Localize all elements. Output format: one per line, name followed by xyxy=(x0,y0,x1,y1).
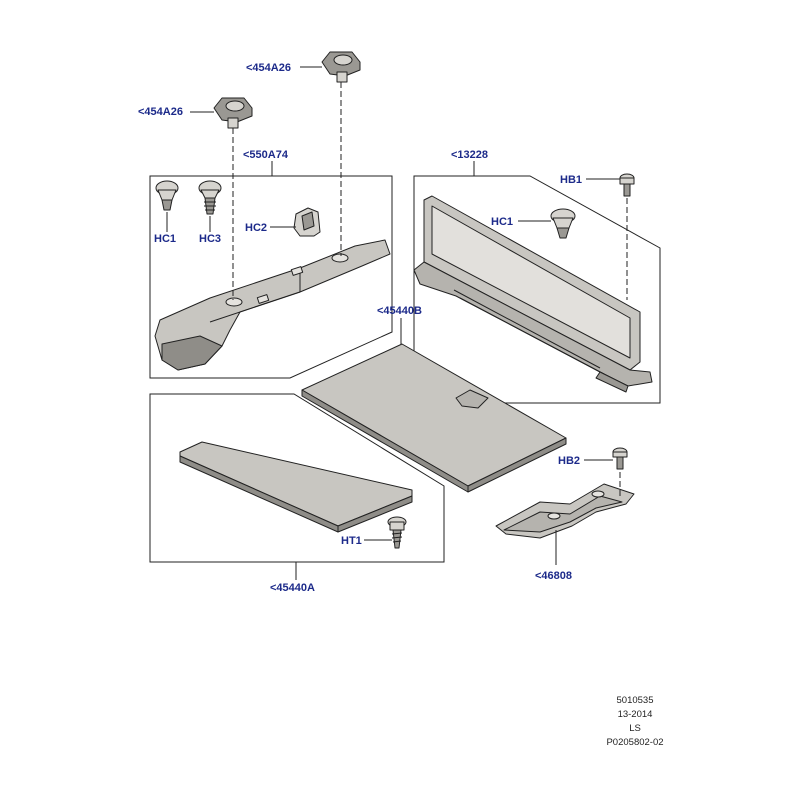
meta-line-1: 5010535 xyxy=(617,695,654,706)
clip-454A26-lower xyxy=(213,97,253,129)
bolt-hb1 xyxy=(619,173,635,197)
clip-hc3 xyxy=(198,180,222,215)
callout-hc3[interactable]: HC3 xyxy=(199,233,221,245)
callout-ht1[interactable]: HT1 xyxy=(341,535,362,547)
bracket-part xyxy=(495,483,635,539)
clip-hc2 xyxy=(293,207,321,237)
callout-hc1-right[interactable]: HC1 xyxy=(491,216,513,228)
callout-454A26-upper[interactable]: <454A26 xyxy=(246,62,291,74)
meta-line-4: P0205802-02 xyxy=(606,737,663,748)
side-trim-part xyxy=(154,239,391,371)
clip-hc1-right xyxy=(550,208,576,239)
callout-45440B[interactable]: <45440B xyxy=(377,305,422,317)
callout-hb2[interactable]: HB2 xyxy=(558,455,580,467)
clip-454A26-upper xyxy=(321,51,361,83)
bolt-hb2 xyxy=(612,447,628,470)
side-trim-group-outline xyxy=(149,175,393,379)
meta-line-2: 13-2014 xyxy=(618,709,653,720)
screw-ht1 xyxy=(387,516,407,549)
callout-46808[interactable]: <46808 xyxy=(535,570,572,582)
floor-board-part xyxy=(179,441,413,533)
callout-hb1[interactable]: HB1 xyxy=(560,174,582,186)
callout-hc1-left[interactable]: HC1 xyxy=(154,233,176,245)
callout-454A26-lower[interactable]: <454A26 xyxy=(138,106,183,118)
clip-hc1-left xyxy=(155,180,179,211)
floor-board-group-outline xyxy=(149,393,445,563)
callout-45440A[interactable]: <45440A xyxy=(270,582,315,594)
meta-line-3: LS xyxy=(629,723,641,734)
callout-550A74[interactable]: <550A74 xyxy=(243,149,289,161)
callout-13228[interactable]: <13228 xyxy=(451,149,488,161)
callout-hc2[interactable]: HC2 xyxy=(245,222,267,234)
load-cover-part xyxy=(301,343,567,493)
rear-panel-part xyxy=(413,195,653,393)
